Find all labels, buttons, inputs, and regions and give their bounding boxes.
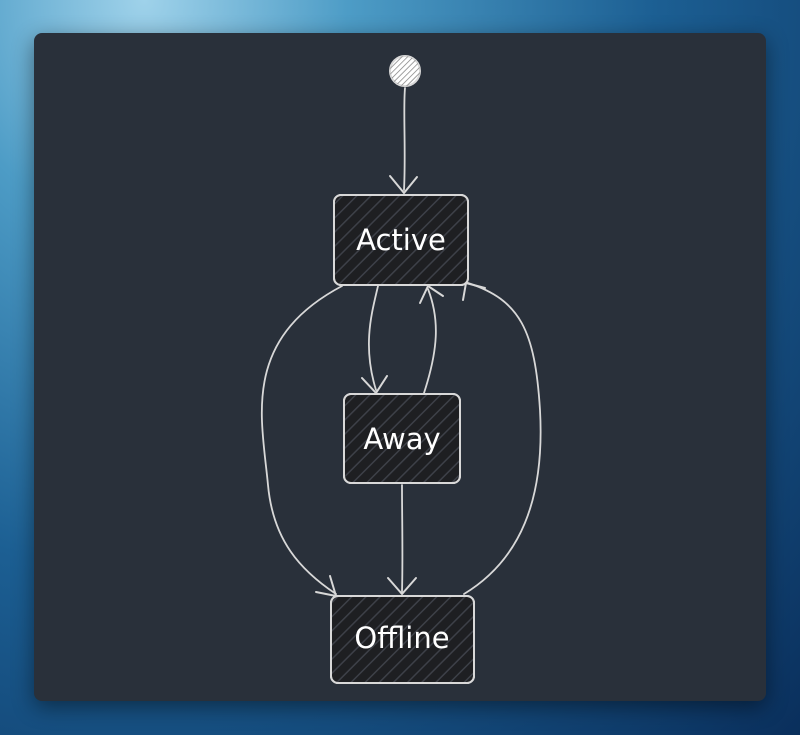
edge-start-to-active xyxy=(389,87,418,194)
edge-away-to-offline xyxy=(387,484,417,595)
state-away[interactable]: Away xyxy=(343,393,461,484)
state-offline[interactable]: Offline xyxy=(330,595,475,684)
state-offline-label: Offline xyxy=(354,621,449,655)
state-active[interactable]: Active xyxy=(333,194,469,286)
edge-active-to-away xyxy=(361,285,388,394)
edge-offline-to-active xyxy=(462,282,542,595)
diagram-window xyxy=(34,33,766,701)
edge-active-to-offline xyxy=(260,285,343,597)
state-away-label: Away xyxy=(363,422,440,456)
initial-state-marker xyxy=(389,55,421,87)
edge-away-to-active xyxy=(419,285,444,394)
state-active-label: Active xyxy=(356,223,446,257)
